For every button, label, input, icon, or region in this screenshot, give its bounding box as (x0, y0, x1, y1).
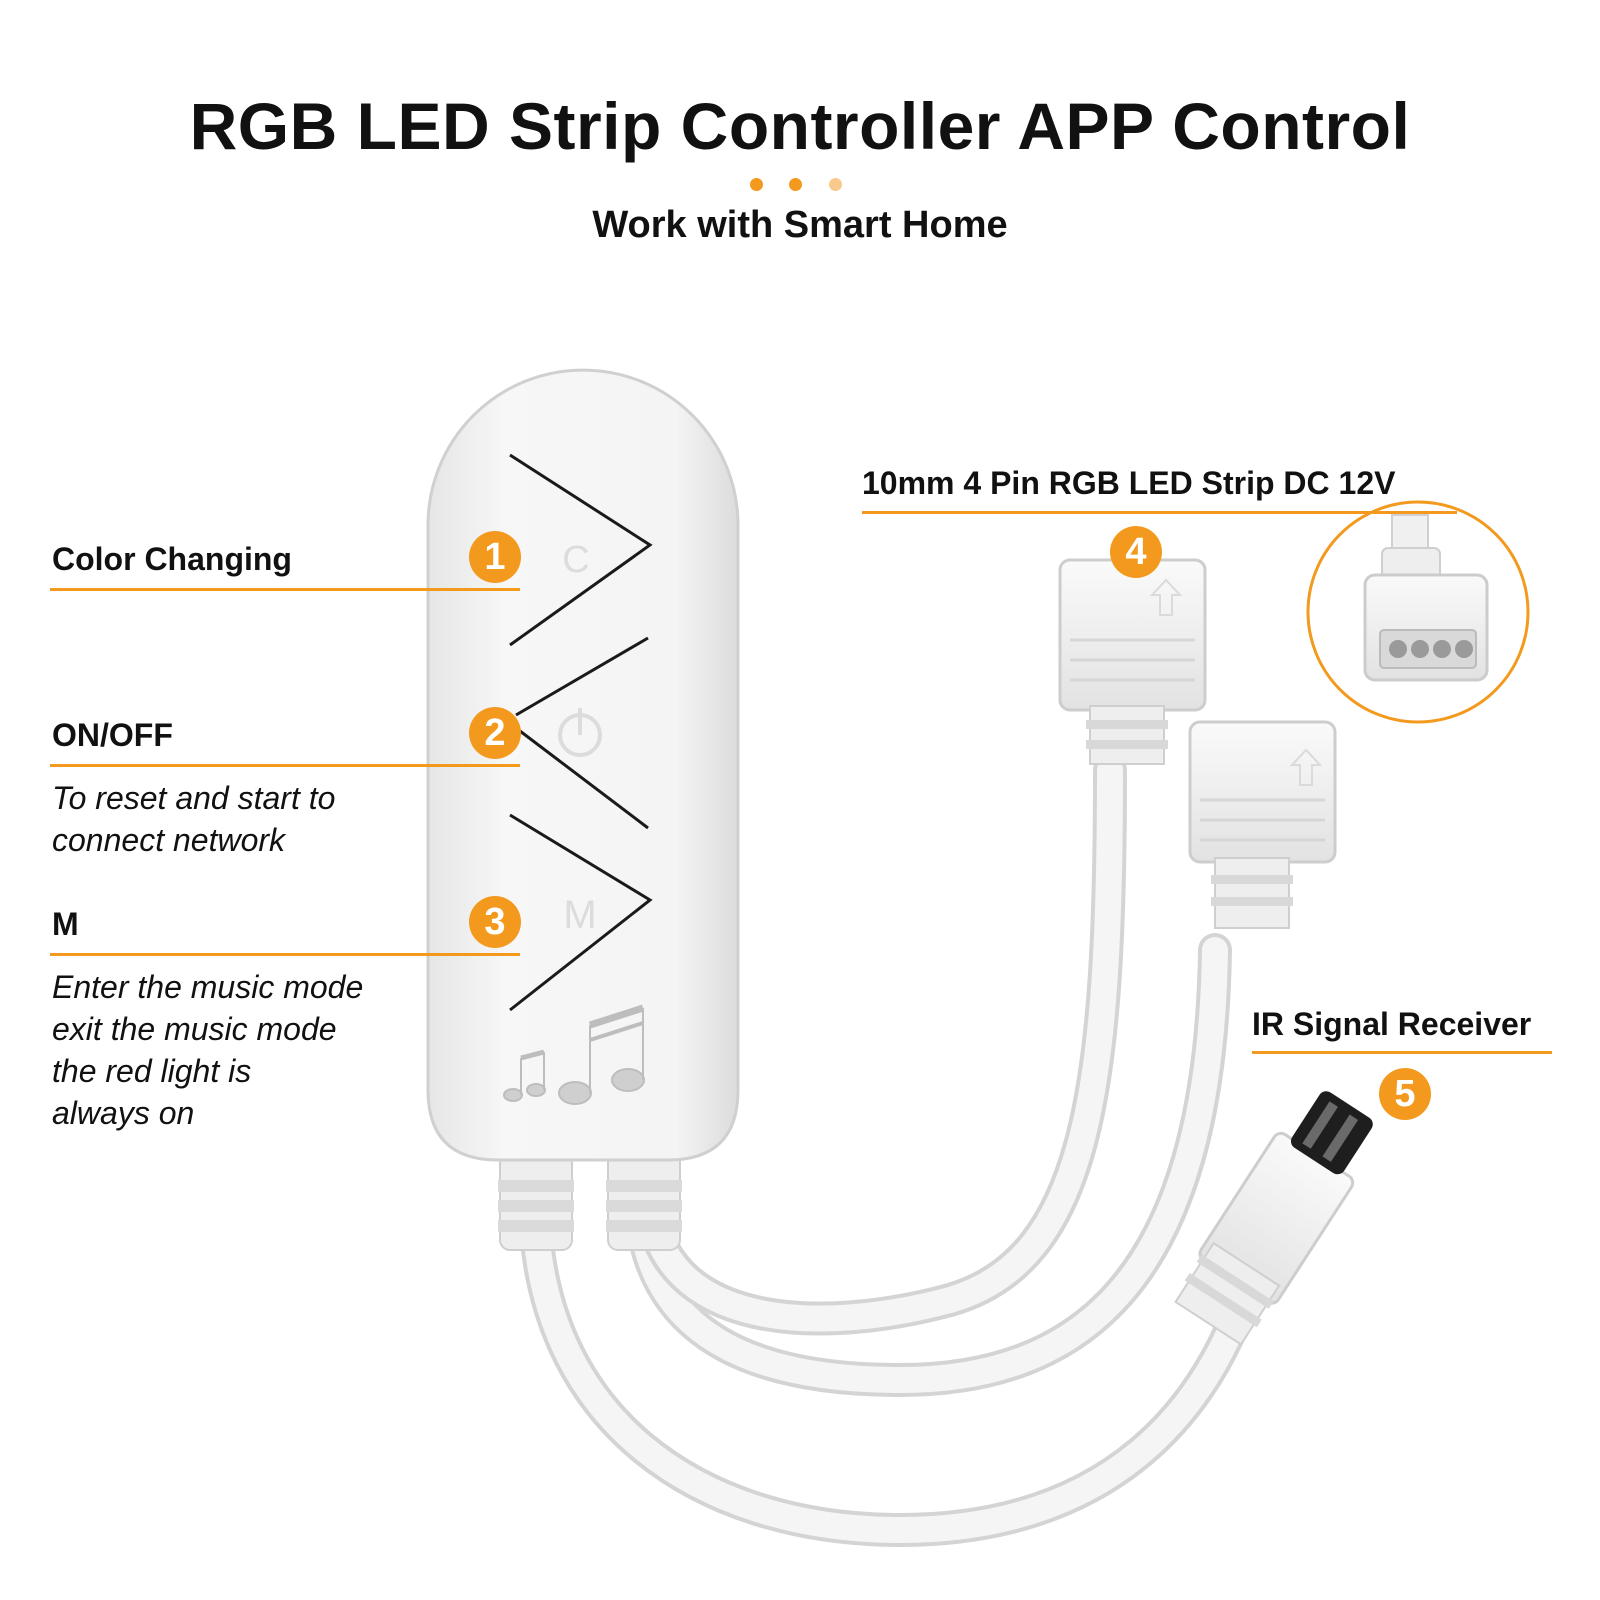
callout-1-rule (50, 588, 520, 591)
description-line: always on (52, 1095, 195, 1131)
callout-5-rule (1252, 1051, 1552, 1054)
cables (518, 753, 1277, 1548)
description-line: Enter the music mode (52, 969, 364, 1005)
strip-connector-1 (1058, 558, 1207, 765)
arrow-up-icon (1149, 578, 1183, 616)
dot-icon (789, 178, 802, 191)
decorative-dots (750, 178, 850, 192)
page-title: RGB LED Strip Controller APP Control (189, 89, 1411, 163)
callout-number-2-badge: 2 (469, 707, 521, 759)
strain-relief (498, 1139, 682, 1251)
callout-on-off-label: ON/OFF (52, 717, 173, 753)
dot-icon (750, 178, 763, 191)
callout-color-changing-label: Color Changing (52, 541, 292, 577)
callout-4-rule (862, 511, 1457, 514)
callout-music-mode-description: Enter the music mode exit the music mode… (52, 966, 452, 1134)
callout-led-strip-label: 10mm 4 Pin RGB LED Strip DC 12V (862, 465, 1396, 501)
ir-receiver (1174, 1091, 1373, 1346)
arrow-up-icon (1289, 748, 1323, 786)
callout-number-5-badge: 5 (1379, 1068, 1431, 1120)
callout-music-mode-label: M (52, 906, 79, 942)
strip-connector-2 (1188, 720, 1337, 929)
callout-number-4-badge: 4 (1110, 526, 1162, 578)
callout-number-3-badge: 3 (469, 896, 521, 948)
callout-number-1-badge: 1 (469, 531, 521, 583)
callout-on-off-description: To reset and start to connect network (52, 777, 452, 861)
button-c-label: C (562, 539, 589, 581)
cable-strip-1 (637, 757, 1123, 1332)
description-line: the red light is (52, 1053, 252, 1089)
callout-2-rule (50, 764, 520, 767)
page-subtitle: Work with Smart Home (592, 204, 1008, 246)
description-line: exit the music mode (52, 1011, 337, 1047)
description-line: To reset and start to (52, 780, 336, 816)
description-line: connect network (52, 822, 286, 858)
dot-icon (829, 178, 842, 191)
callout-3-rule (50, 953, 520, 956)
callout-ir-receiver-label: IR Signal Receiver (1252, 1006, 1532, 1042)
button-m-label: M (563, 893, 596, 937)
music-note-icon (503, 1004, 645, 1105)
cable-ir (522, 1187, 1273, 1544)
connector-zoom (1306, 500, 1530, 724)
power-icon (558, 708, 602, 757)
cable-strip-2 (627, 937, 1228, 1394)
